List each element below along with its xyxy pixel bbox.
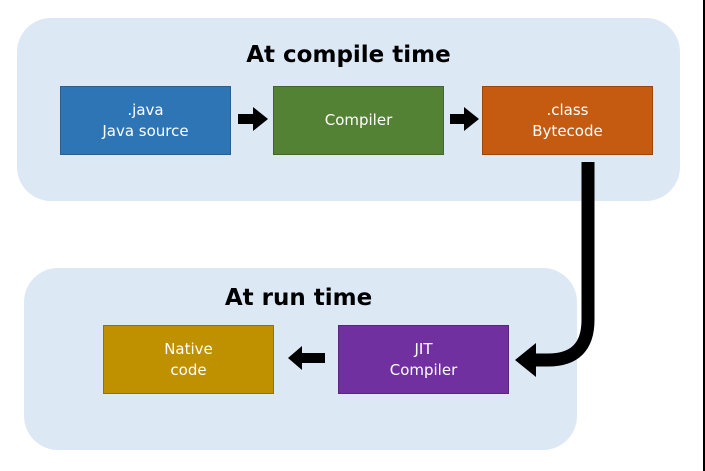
bytecode-extension: .class [546, 100, 589, 119]
jit-label-line1: JIT [414, 339, 433, 358]
java-source-label: Java source [102, 121, 189, 140]
java-source-box: .java Java source [60, 86, 231, 155]
compiler-label: Compiler [324, 111, 393, 129]
java-source-extension: .java [127, 100, 164, 119]
jit-compiler-box: JIT Compiler [338, 325, 509, 394]
bytecode-label: Bytecode [532, 121, 603, 140]
jit-label-line2: Compiler [389, 360, 458, 379]
native-code-box: Native code [103, 325, 274, 394]
bytecode-box: .class Bytecode [482, 86, 653, 155]
run-time-title: At run time [224, 285, 373, 311]
compile-time-title: At compile time [246, 42, 451, 68]
native-label-line1: Native [164, 339, 213, 358]
native-label-line2: code [170, 360, 207, 379]
compiler-box: Compiler [273, 86, 444, 155]
right-border-line [703, 0, 705, 471]
